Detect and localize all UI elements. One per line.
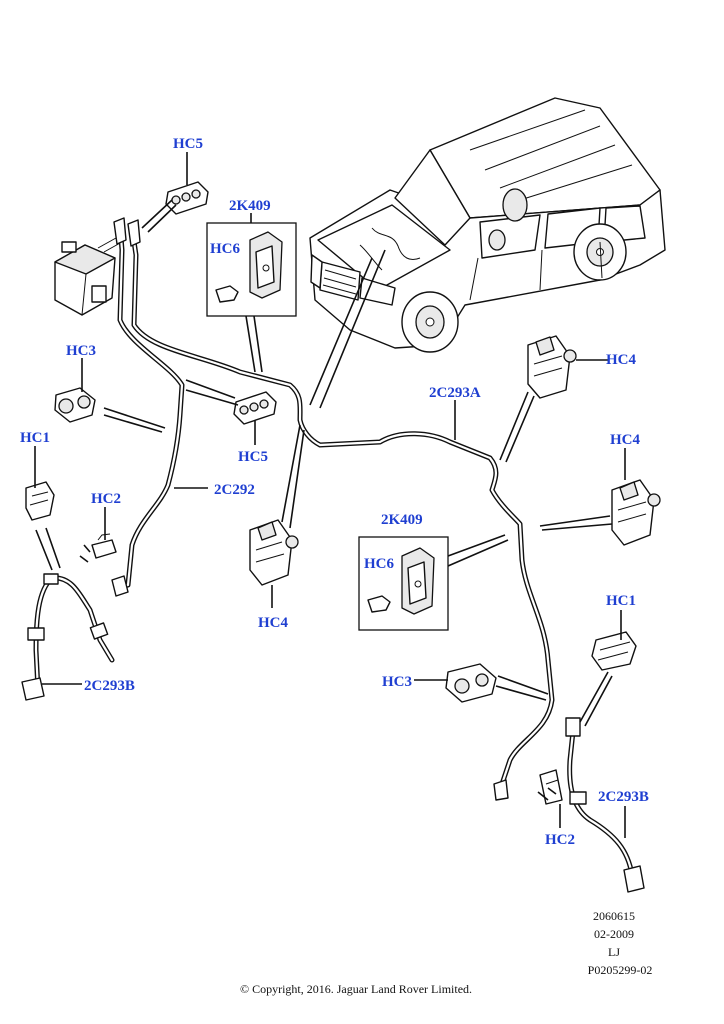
label-hc4-right-top: HC4 bbox=[606, 352, 637, 368]
stamp-line-4: P0205299-02 bbox=[588, 963, 653, 977]
vehicle-illustration bbox=[309, 97, 666, 353]
label-hc2-right: HC2 bbox=[545, 832, 575, 848]
label-2k409-top: 2K409 bbox=[229, 198, 271, 214]
clip-hc2-right bbox=[539, 769, 563, 805]
clip-hc3-right bbox=[445, 663, 497, 703]
bracket-hc4-right-top bbox=[527, 335, 577, 399]
clip-hc1-left bbox=[25, 481, 55, 521]
copyright-notice: © Copyright, 2016. Jaguar Land Rover Lim… bbox=[240, 982, 472, 996]
label-hc5-top: HC5 bbox=[173, 136, 203, 152]
clip-hc2-left bbox=[91, 533, 117, 559]
abs-modulator-unit bbox=[54, 237, 123, 316]
inset-2k409-top bbox=[206, 222, 297, 317]
label-hc6-top: HC6 bbox=[210, 241, 241, 257]
label-hc3-left: HC3 bbox=[66, 343, 96, 359]
inset-2k409-right bbox=[358, 536, 449, 631]
label-hc1-left: HC1 bbox=[20, 430, 50, 446]
label-hc1-right: HC1 bbox=[606, 593, 636, 609]
label-2c292: 2C292 bbox=[214, 482, 255, 498]
part-labels: HC5 2K409 HC6 HC3 HC1 HC2 2C293B HC5 2C2… bbox=[20, 136, 649, 848]
bracket-hc4-mid bbox=[249, 519, 299, 586]
stamp-line-3: LJ bbox=[608, 945, 620, 959]
stamp-line-2: 02-2009 bbox=[594, 927, 634, 941]
label-hc4-right: HC4 bbox=[610, 432, 641, 448]
label-hc6-right: HC6 bbox=[364, 556, 395, 572]
bracket-hc4-right bbox=[611, 479, 661, 546]
label-2c293b-left: 2C293B bbox=[84, 678, 135, 694]
clip-hc5-mid bbox=[233, 391, 277, 425]
label-hc3-right: HC3 bbox=[382, 674, 412, 690]
clip-hc5-top bbox=[165, 181, 209, 215]
label-2c293b-right: 2C293B bbox=[598, 789, 649, 805]
label-hc4-mid: HC4 bbox=[258, 615, 289, 631]
label-2c293a: 2C293A bbox=[429, 385, 481, 401]
clip-hc3-left bbox=[54, 387, 96, 423]
clip-hc1-right bbox=[591, 631, 637, 671]
stamp-line-1: 2060615 bbox=[593, 909, 635, 923]
label-2k409-right: 2K409 bbox=[381, 512, 423, 528]
label-hc2-left: HC2 bbox=[91, 491, 121, 507]
label-hc5-mid: HC5 bbox=[238, 449, 268, 465]
flex-hose-right bbox=[565, 717, 645, 893]
leader-lines bbox=[34, 152, 626, 838]
flex-hose-left bbox=[21, 573, 115, 701]
drawing-stamp: 2060615 02-2009 LJ P0205299-02 bbox=[588, 909, 653, 977]
brake-pipes bbox=[111, 217, 555, 801]
